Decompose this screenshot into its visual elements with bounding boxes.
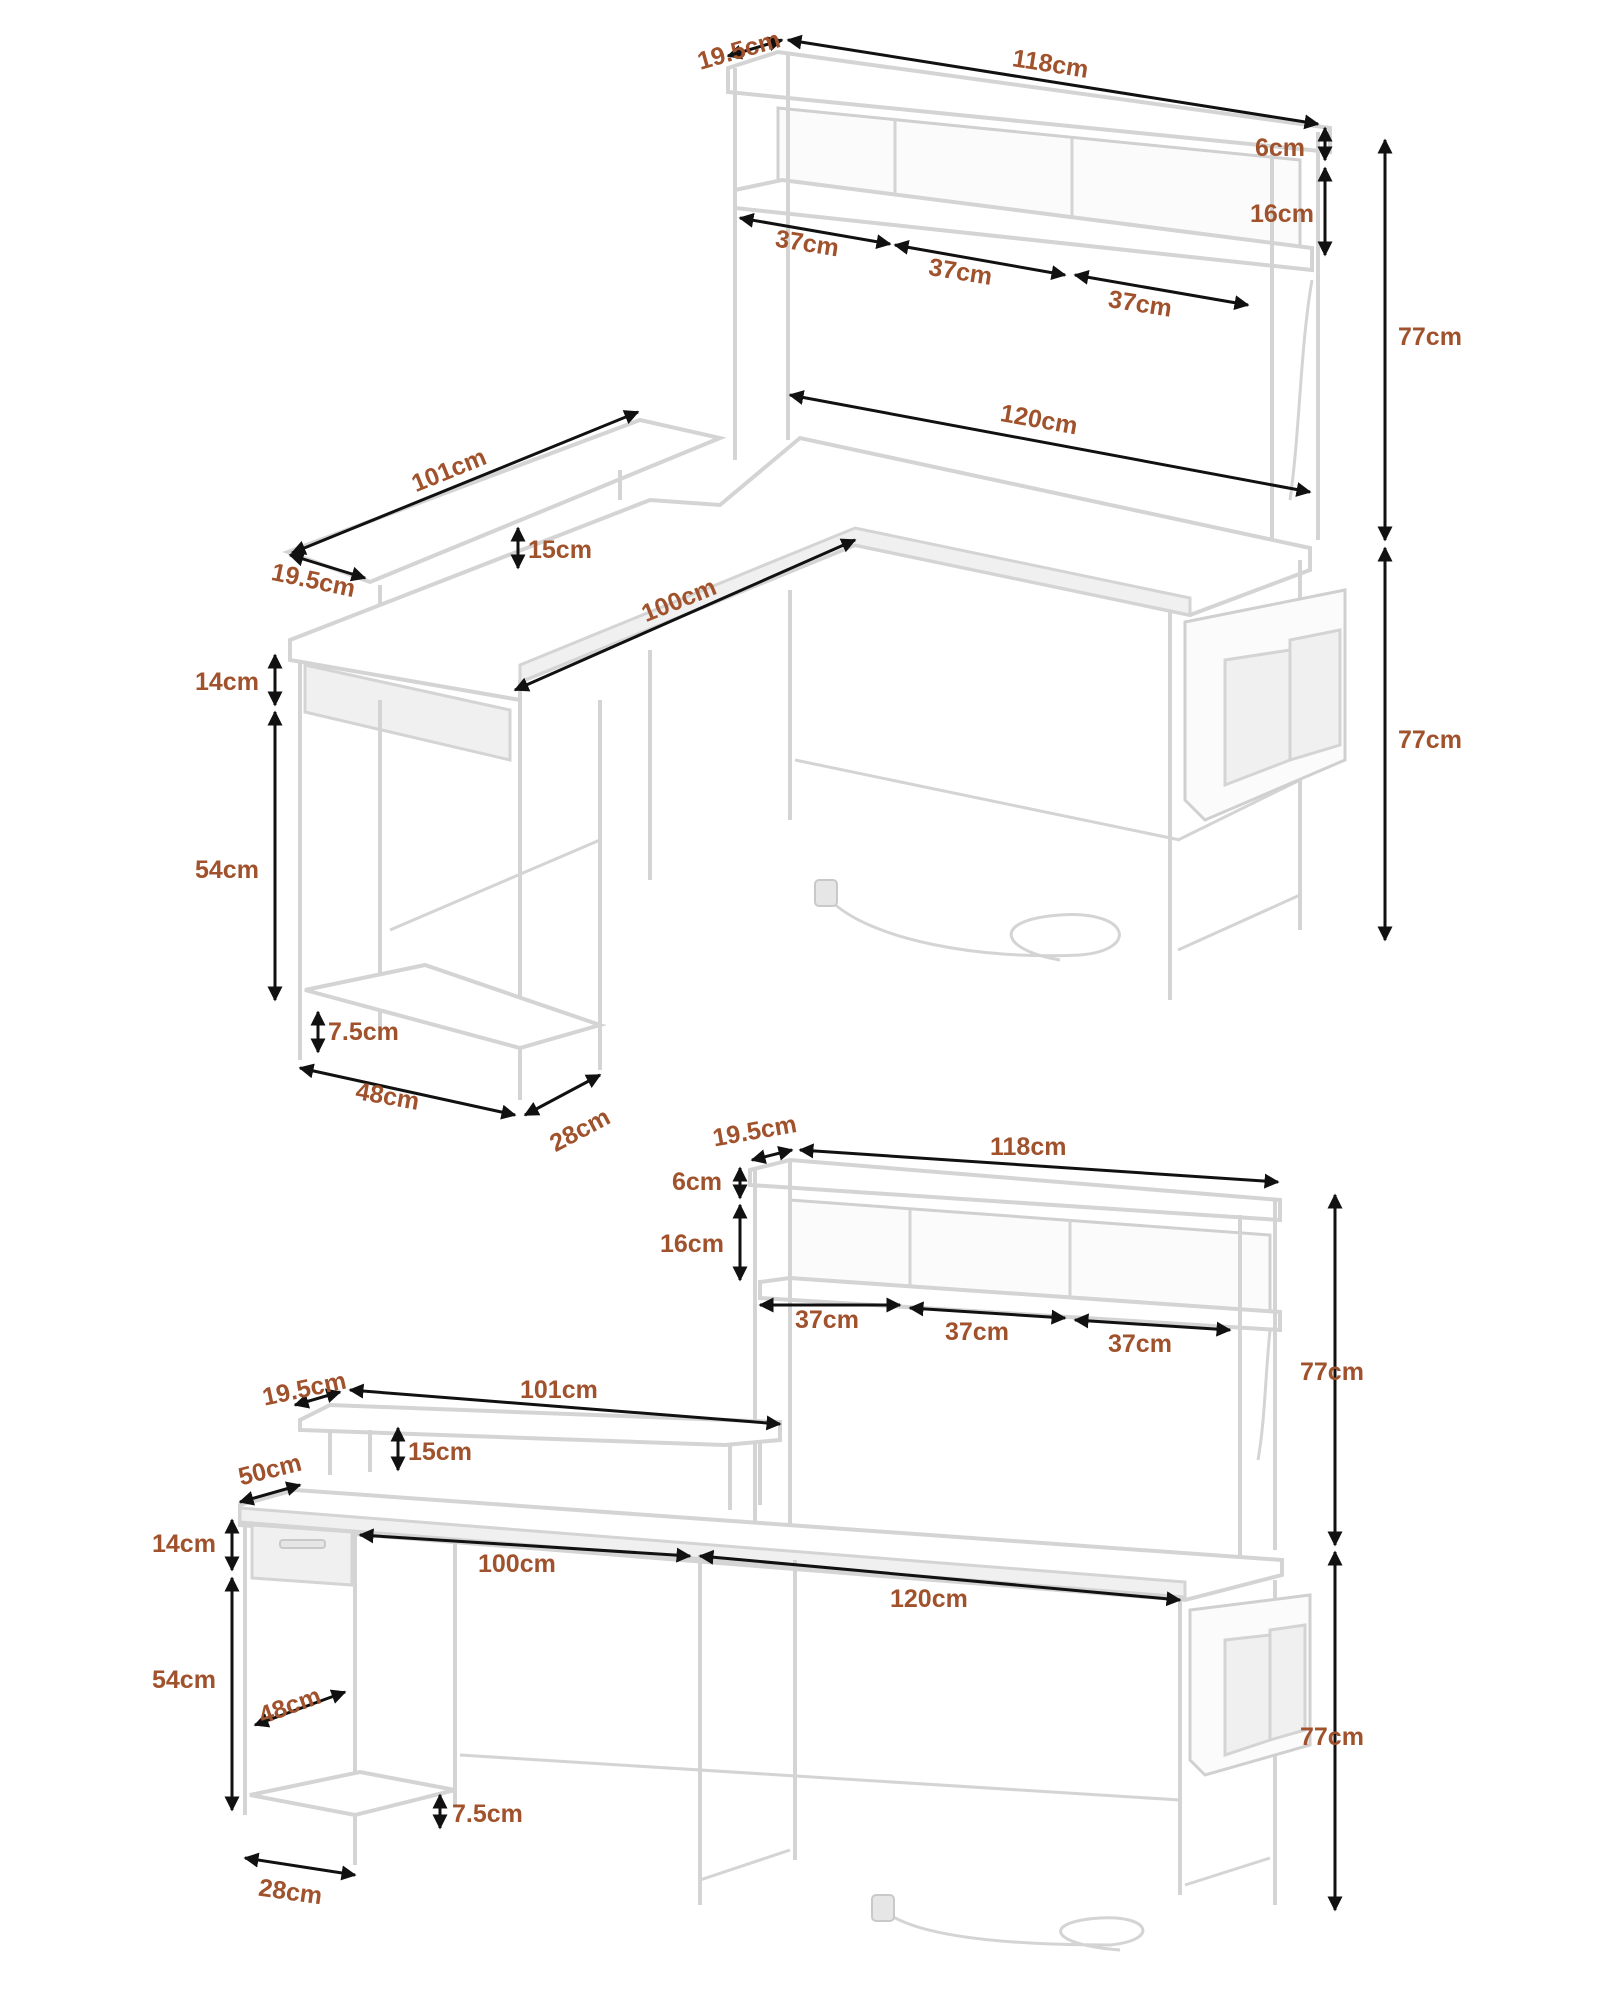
label-monitor-shelf-length-b: 101cm bbox=[520, 1376, 598, 1404]
label-hutch-cubby-height-b: 16cm bbox=[660, 1230, 724, 1258]
label-cubby-2-b: 37cm bbox=[945, 1318, 1009, 1346]
bottom-dimension-arrows bbox=[224, 1143, 1343, 1912]
label-cabinet-depth-b: 28cm bbox=[257, 1874, 324, 1911]
label-drawer-height: 14cm bbox=[195, 668, 259, 696]
label-cabinet-width-b: 48cm bbox=[255, 1682, 325, 1730]
label-right-desk-length: 120cm bbox=[998, 399, 1080, 440]
label-desk-height-b: 77cm bbox=[1300, 1723, 1364, 1751]
top-dimension-arrows bbox=[267, 34, 1393, 1120]
label-right-desk-length-b: 120cm bbox=[890, 1585, 968, 1613]
label-cabinet-height-b: 54cm bbox=[152, 1666, 216, 1694]
label-cubby-3-b: 37cm bbox=[1108, 1330, 1172, 1358]
side-storage-bag-bottom bbox=[1188, 1593, 1312, 1777]
label-desk-height: 77cm bbox=[1398, 726, 1462, 754]
label-cabinet-height: 54cm bbox=[195, 856, 259, 884]
label-cubby-2: 37cm bbox=[927, 253, 995, 291]
label-hutch-total-height: 77cm bbox=[1398, 323, 1462, 351]
drawer-cabinet-bottom bbox=[243, 1523, 457, 1865]
label-bottom-shelf-clearance: 7.5cm bbox=[328, 1018, 399, 1046]
label-left-desk-length-b: 100cm bbox=[478, 1550, 556, 1578]
label-cubby-1: 37cm bbox=[773, 225, 841, 263]
label-cabinet-width: 48cm bbox=[354, 1077, 422, 1116]
label-hutch-top-gap: 6cm bbox=[1255, 134, 1305, 162]
label-bottom-shelf-clearance-b: 7.5cm bbox=[452, 1800, 523, 1828]
label-hutch-width-b: 118cm bbox=[990, 1133, 1066, 1161]
drawer-cabinet bbox=[298, 660, 607, 1100]
side-storage-bag bbox=[1183, 588, 1347, 822]
label-monitor-shelf-height-b: 15cm bbox=[408, 1438, 472, 1466]
label-cabinet-depth: 28cm bbox=[545, 1103, 615, 1158]
power-cord-bottom bbox=[871, 1894, 1145, 1952]
label-drawer-height-b: 14cm bbox=[152, 1530, 216, 1558]
l-shaped-desk-illustration bbox=[282, 49, 1347, 1100]
power-cord bbox=[814, 879, 1121, 962]
desk-legs-bottom bbox=[459, 1555, 1277, 1905]
label-desk-depth-b: 50cm bbox=[236, 1449, 305, 1492]
label-hutch-cubby-height: 16cm bbox=[1250, 200, 1314, 228]
label-hutch-depth-b: 19.5cm bbox=[710, 1110, 798, 1152]
label-monitor-shelf-height: 15cm bbox=[528, 536, 592, 564]
straight-desktop bbox=[238, 1487, 1284, 1603]
label-hutch-top-gap-b: 6cm bbox=[672, 1168, 722, 1196]
label-hutch-total-height-b: 77cm bbox=[1300, 1358, 1364, 1386]
straight-desk-illustration bbox=[238, 1157, 1312, 1952]
label-cubby-1-b: 37cm bbox=[795, 1306, 859, 1334]
hutch-bottom bbox=[748, 1157, 1282, 1560]
